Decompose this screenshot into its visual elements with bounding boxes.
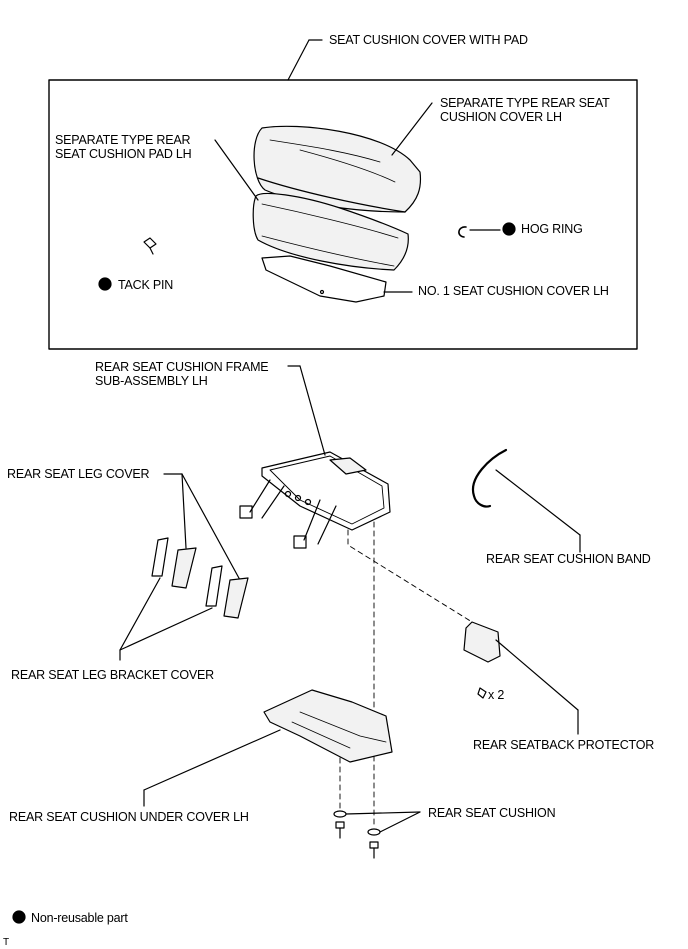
label-cushion-pad-lh: SEPARATE TYPE REAR SEAT CUSHION PAD LH bbox=[55, 133, 192, 161]
label-seat-cushion-cover-with-pad: SEAT CUSHION COVER WITH PAD bbox=[329, 33, 528, 47]
non-reusable-legend-icon bbox=[12, 910, 26, 924]
leader-rear-seat-cushion-2 bbox=[379, 811, 421, 833]
non-reusable-marker-icon bbox=[98, 277, 112, 291]
label-rear-seat-leg-cover: REAR SEAT LEG COVER bbox=[7, 467, 150, 481]
corner-mark: T bbox=[3, 937, 9, 948]
label-rear-seat-leg-bracket-cover: REAR SEAT LEG BRACKET COVER bbox=[11, 668, 214, 682]
no1-cover-plate-illustration bbox=[261, 255, 387, 303]
cushion-cover-illustration bbox=[253, 125, 422, 213]
label-cushion-cover-lh: SEPARATE TYPE REAR SEAT CUSHION COVER LH bbox=[440, 96, 610, 124]
leader-bracket-cover-2 bbox=[119, 607, 213, 651]
label-hog-ring: HOG RING bbox=[521, 222, 583, 236]
leader-leg-cover-1 bbox=[181, 473, 187, 549]
under-cover-illustration bbox=[263, 689, 393, 763]
label-no1-seat-cushion-cover-lh: NO. 1 SEAT CUSHION COVER LH bbox=[418, 284, 609, 298]
label-rear-seat-cushion-band: REAR SEAT CUSHION BAND bbox=[486, 552, 651, 566]
legend-non-reusable-part: Non-reusable part bbox=[31, 911, 128, 925]
seat-cushion-cover-group-box bbox=[48, 79, 638, 350]
leader-leg-cover-2 bbox=[181, 473, 241, 581]
label-rear-seatback-protector: REAR SEATBACK PROTECTOR bbox=[473, 738, 655, 752]
screw-x2-icon bbox=[477, 687, 487, 699]
cushion-pad-illustration bbox=[252, 192, 409, 271]
label-rear-seat-cushion: REAR SEAT CUSHION bbox=[428, 806, 556, 820]
leader-bracket-cover-1 bbox=[119, 577, 161, 651]
cushion-band-illustration bbox=[471, 448, 508, 508]
tack-pin-icon bbox=[143, 237, 157, 255]
leg-cover-illustration bbox=[171, 547, 249, 619]
leader-cushion-cover bbox=[391, 102, 433, 156]
rear-seat-cushion-fasteners bbox=[333, 810, 381, 859]
leader-seat-cushion-cover-with-pad bbox=[287, 39, 310, 81]
leader-seatback-protector bbox=[495, 639, 579, 711]
label-under-cover-lh: REAR SEAT CUSHION UNDER COVER LH bbox=[9, 810, 249, 824]
leader-rear-seat-cushion-1 bbox=[345, 811, 421, 815]
non-reusable-marker-icon bbox=[502, 222, 516, 236]
assembly-guide-lines bbox=[339, 521, 473, 829]
leader-frame bbox=[299, 365, 326, 456]
leader-under-cover bbox=[143, 729, 281, 791]
label-tack-pin: TACK PIN bbox=[118, 278, 174, 292]
leader-cushion-pad bbox=[214, 139, 259, 201]
leg-bracket-cover-illustration bbox=[151, 537, 223, 607]
leader-cushion-band bbox=[495, 469, 581, 536]
hog-ring-icon bbox=[458, 226, 467, 238]
label-quantity-x2: x 2 bbox=[488, 688, 505, 702]
frame-sub-assembly-illustration bbox=[239, 451, 391, 549]
label-cushion-frame-sub-assembly: REAR SEAT CUSHION FRAME SUB-ASSEMBLY LH bbox=[95, 360, 269, 388]
seatback-protector-illustration bbox=[463, 621, 501, 663]
